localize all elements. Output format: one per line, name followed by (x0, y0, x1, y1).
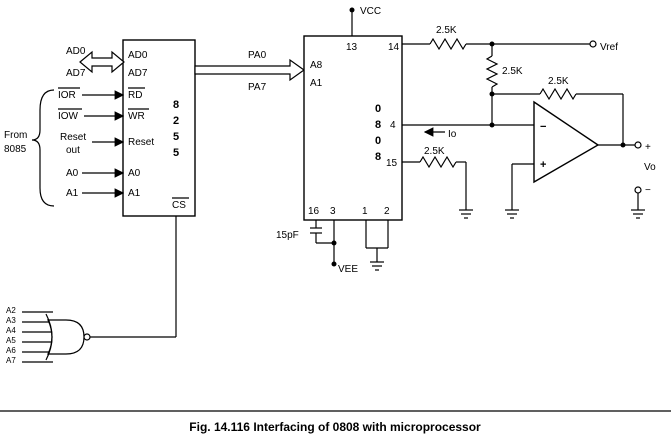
ppi-name-char-1: 8 (173, 99, 179, 111)
ppi-name-char-4: 5 (173, 147, 179, 159)
io-line: Io (402, 124, 534, 140)
vo-label: Vo (644, 162, 656, 173)
resistor-r1 (429, 37, 467, 51)
pin15-network: 2.5K (402, 146, 473, 219)
input-ad7-label: AD7 (66, 68, 86, 79)
decoder-input-label: A6 (6, 346, 16, 355)
or-gate (47, 319, 85, 355)
decoder-input-label: A3 (6, 316, 16, 325)
resistor-r3 (539, 87, 577, 101)
r3-label: 2.5K (548, 76, 569, 87)
dac-pin-1: 1 (362, 206, 368, 217)
op-amp: − + + Vo − (505, 100, 656, 219)
resistor-r2 (485, 55, 499, 88)
decoder-input-label: A7 (6, 356, 16, 365)
op-amp-plus: + (540, 159, 546, 171)
input-a1-label: A1 (66, 188, 79, 199)
ppi-pin-ad7: AD7 (128, 68, 148, 79)
r1-label: 2.5K (436, 25, 457, 36)
input-reset-out-label: out (66, 145, 80, 156)
ppi-pin-a1: A1 (128, 188, 141, 199)
vo-plus-terminal (634, 141, 642, 149)
vcc-label: VCC (360, 6, 381, 17)
dac-pin-15: 15 (386, 158, 398, 169)
bus-pa7-label: PA7 (248, 82, 267, 93)
vref-label: Vref (600, 42, 618, 53)
ppi-pin-rd: RD (128, 90, 142, 101)
bus-pa0-label: PA0 (248, 50, 267, 61)
r4-label: 2.5K (424, 146, 445, 157)
ppi-pin-cs: CS (172, 200, 186, 211)
dac-pin-14: 14 (388, 42, 400, 53)
input-a0-label: A0 (66, 168, 79, 179)
dac-name-char-1: 0 (375, 103, 381, 115)
ppi-name-char-3: 5 (173, 131, 179, 143)
input-brace (31, 89, 55, 207)
dac-pin-a1: A1 (310, 78, 323, 89)
dac-name-char-4: 8 (375, 151, 381, 163)
input-ad0-label: AD0 (66, 46, 86, 57)
dac-bottom-network: 15pF VEE (276, 220, 389, 275)
source-label-8085: 8085 (4, 144, 27, 155)
vref-terminal (589, 40, 597, 48)
dac-pin-3: 3 (330, 206, 336, 217)
input-reset-label: Reset (60, 132, 86, 143)
op-amp-minus: − (540, 121, 546, 133)
ppi-pin-reset: Reset (128, 137, 154, 148)
dac-pin-a8: A8 (310, 60, 323, 71)
ppi-pin-a0: A0 (128, 168, 141, 179)
port-a-bus: PA0 PA7 (194, 50, 306, 93)
decoder-input-label: A5 (6, 336, 16, 345)
resistor-r4 (419, 155, 457, 169)
dac-pin-4: 4 (390, 120, 396, 131)
cap-label: 15pF (276, 230, 299, 241)
dac-name-char-3: 0 (375, 135, 381, 147)
or-gate-back-curve (45, 313, 53, 361)
feedback-network: 2.5K (492, 76, 624, 145)
data-bus-arrow (79, 50, 125, 74)
decoder-input-label: A2 (6, 306, 16, 315)
dac-0808-chip: 0 8 0 8 A8 A1 13 14 4 15 16 3 1 2 (303, 35, 403, 221)
io-label: Io (448, 129, 457, 140)
vref-network: 2.5K Vref 2.5K (402, 25, 618, 128)
vcc-supply: VCC (349, 6, 381, 36)
vo-minus-terminal (634, 186, 642, 194)
input-iow-label: IOW (58, 111, 79, 122)
r2-label: 2.5K (502, 66, 523, 77)
op-amp-body (533, 100, 600, 184)
vee-label: VEE (338, 264, 358, 275)
ppi-pin-wr: WR (128, 111, 145, 122)
dac-pin-16: 16 (308, 206, 320, 217)
ppi-name-char-2: 2 (173, 115, 179, 127)
source-label-from: From (4, 130, 27, 141)
bus-arrow (194, 58, 306, 82)
input-ior-label: IOR (58, 90, 76, 101)
dac-pin-13: 13 (346, 42, 358, 53)
dac-name-char-2: 8 (375, 119, 381, 131)
or-gate-bubble (83, 333, 91, 341)
vo-plus-sign: + (645, 142, 651, 153)
ppi-pin-ad0: AD0 (128, 50, 148, 61)
vo-minus-sign: − (645, 185, 651, 196)
ppi-8255-chip: 8 2 5 5 AD0 AD7 RD WR Reset A0 A1 CS (122, 39, 196, 217)
dac-pin-2: 2 (384, 206, 390, 217)
input-signals: AD0 AD7 IOR IOW Reset out A0 A1 From 808… (4, 46, 125, 207)
figure-caption: Fig. 14.116 Interfacing of 0808 with mic… (189, 420, 481, 434)
decoder-input-label: A4 (6, 326, 16, 335)
